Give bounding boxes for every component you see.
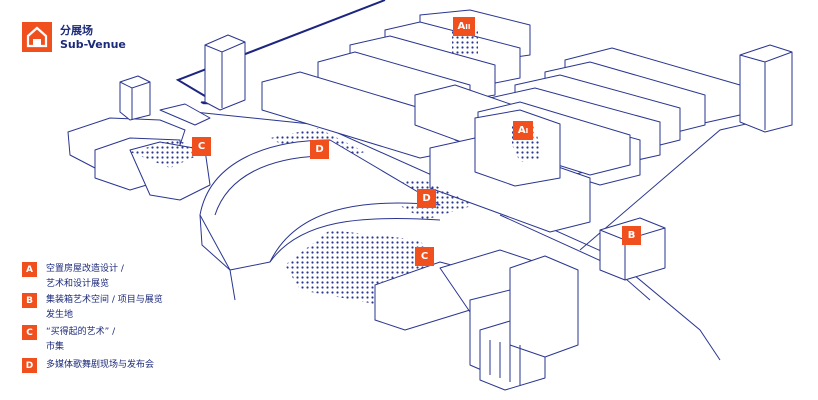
legend-text-c: “买得起的艺术” / 市集 (46, 327, 116, 352)
legend-text-d: 多媒体歌舞剧现场与发布会 (46, 360, 155, 370)
left-complex (67, 75, 211, 201)
legend-badge-b: B (22, 293, 37, 308)
map-title: 分展场 (60, 24, 93, 37)
curved-amphitheater (199, 139, 441, 301)
legend-badge-d: D (22, 358, 37, 373)
marker-b[interactable]: B (622, 226, 641, 245)
marker-c2[interactable]: C (415, 247, 434, 266)
tower-building-right (739, 44, 793, 133)
legend-text-a: 空置房屋改造设计 / 艺术和设计展览 (46, 264, 124, 289)
marker-d2[interactable]: D (417, 189, 436, 208)
map-subtitle: Sub-Venue (60, 38, 126, 51)
legend-badge-c: C (22, 325, 37, 340)
tower-building-left (204, 34, 246, 111)
legend-badge-a: A (22, 262, 37, 277)
marker-c1[interactable]: C (192, 137, 211, 156)
front-right-complex (374, 249, 579, 391)
marker-d1[interactable]: D (310, 140, 329, 159)
legend-text-b: 集装箱艺术空间 / 项目与展览 发生地 (46, 295, 163, 320)
entrance-arrow (175, 0, 386, 102)
house-icon (22, 22, 52, 52)
